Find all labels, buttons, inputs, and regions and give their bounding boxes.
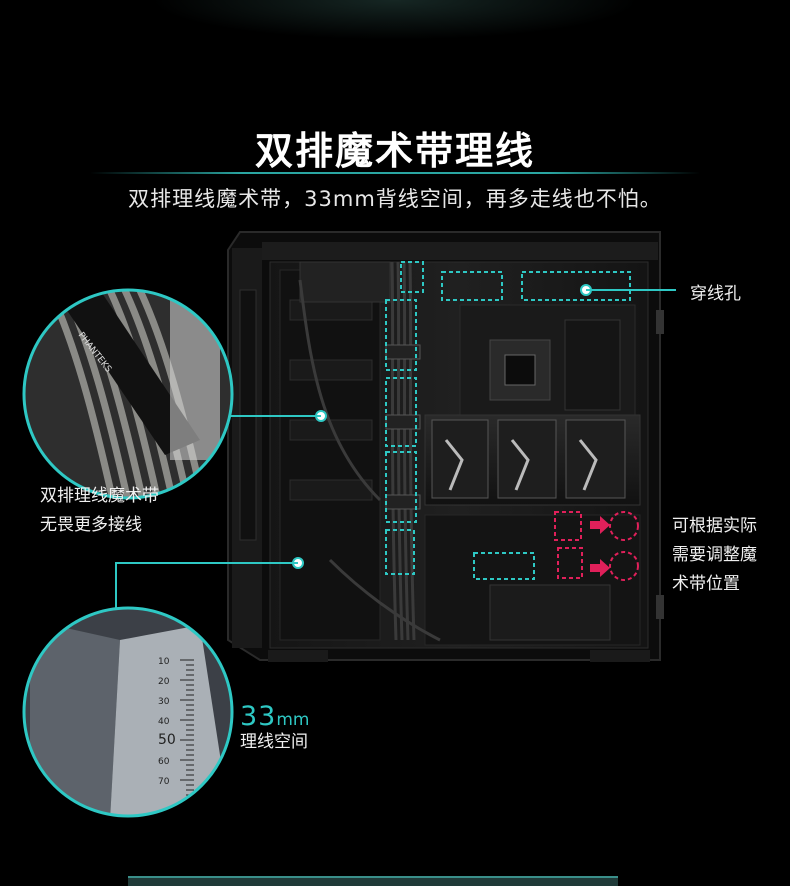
adjust-markers [554, 511, 639, 581]
ruler-label: 20 [158, 677, 170, 687]
velcro-annotation: 双排理线魔术带 无畏更多接线 [40, 482, 159, 540]
title-underline [90, 172, 700, 174]
ruler-label: 60 [158, 757, 170, 767]
zoom-velcro-closeup: PHANTEKS [22, 288, 234, 500]
adjust-annotation: 可根据实际 需要调整魔 术带位置 [672, 512, 757, 599]
ruler-label: 40 [158, 717, 170, 727]
pc-case [227, 231, 664, 662]
highlight-boxes [385, 261, 631, 580]
top-glow [150, 0, 640, 40]
ruler-label: 30 [158, 697, 170, 707]
page-subtitle: 双排理线魔术带，33mm背线空间，再多走线也不怕。 [128, 187, 662, 211]
velcro-line2: 无畏更多接线 [40, 515, 142, 535]
adjust-line1: 可根据实际 [672, 516, 757, 536]
ruler-label: 70 [158, 777, 170, 787]
space-label: 理线空间 [240, 732, 308, 752]
cable-hole-label: 穿线孔 [690, 284, 741, 304]
bottom-strip [128, 876, 618, 886]
space-annotation: 33mm 理线空间 [240, 703, 310, 753]
adjust-line3: 术带位置 [672, 574, 740, 594]
page-title: 双排魔术带理线 [254, 129, 535, 173]
velcro-line1: 双排理线魔术带 [40, 486, 159, 506]
ruler-label: 50 [158, 732, 176, 748]
adjust-line2: 需要调整魔 [672, 545, 757, 565]
connector-lines [115, 289, 676, 612]
space-unit: mm [276, 710, 310, 730]
zoom-ruler-closeup: 10 20 30 40 50 60 70 [22, 606, 234, 818]
space-number: 33 [240, 701, 277, 732]
ruler-label: 10 [158, 657, 170, 667]
